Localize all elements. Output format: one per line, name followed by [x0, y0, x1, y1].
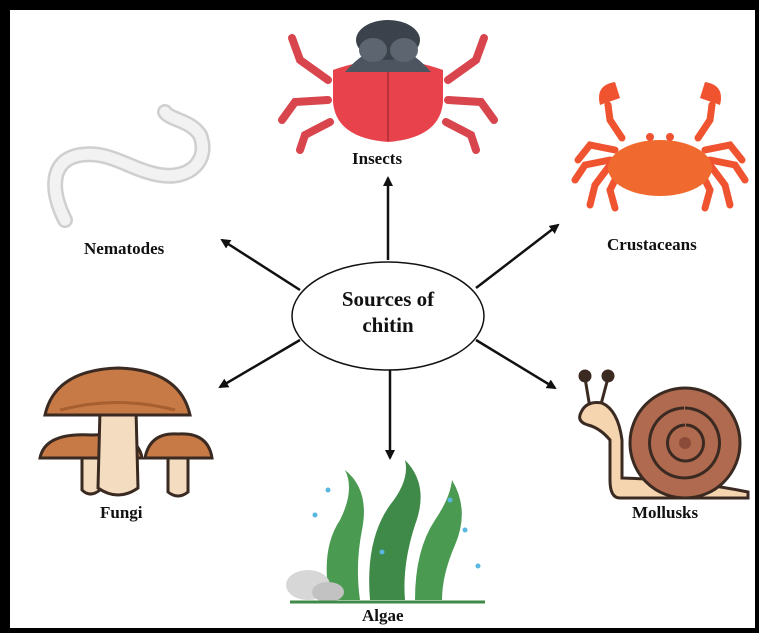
label-algae: Algae [362, 607, 404, 624]
arrow-to-crustaceans [476, 225, 558, 288]
label-nematodes: Nematodes [84, 240, 164, 257]
label-crustaceans: Crustaceans [607, 236, 697, 253]
center-title-line1: Sources of [290, 286, 486, 312]
mushroom-icon [40, 368, 212, 496]
label-fungi: Fungi [100, 504, 143, 521]
label-insects: Insects [352, 150, 402, 167]
arrow-to-fungi [220, 340, 300, 387]
center-title: Sources of chitin [290, 286, 486, 338]
snail-icon [580, 371, 748, 498]
worm-icon [55, 112, 202, 220]
crab-icon [575, 82, 745, 208]
beetle-icon [282, 20, 494, 150]
arrow-to-mollusks [476, 340, 555, 388]
label-mollusks: Mollusks [632, 504, 698, 521]
seaweed-icon [286, 460, 485, 602]
center-title-line2: chitin [290, 312, 486, 338]
diagram-frame: Sources of chitin Insects Crustaceans Mo… [10, 10, 755, 628]
arrow-to-nematodes [222, 240, 300, 290]
